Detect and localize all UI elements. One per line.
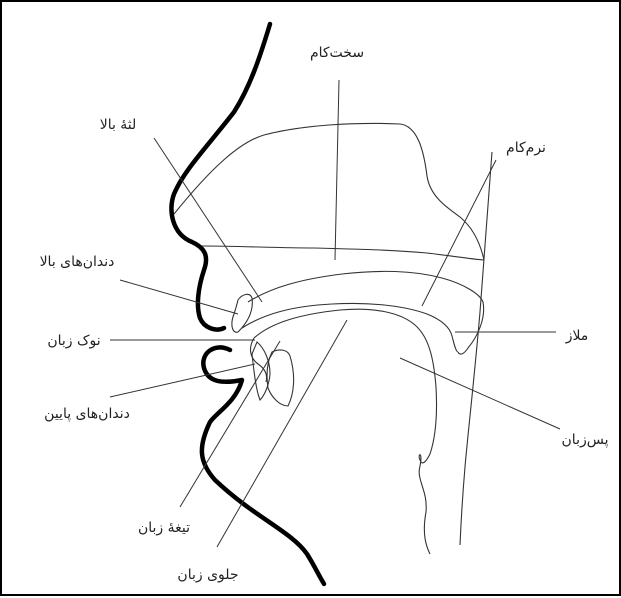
face-profile-lower	[202, 347, 324, 584]
label-uvula: ملاز	[565, 328, 589, 344]
lower-teeth-shape-2	[267, 350, 294, 406]
label-tongue-front: جلوی زبان	[177, 567, 238, 583]
tongue-outline	[254, 309, 437, 554]
label-tongue-back: پس‌زبان	[562, 432, 609, 448]
leader-tongue-back	[400, 358, 560, 429]
leader-upper-teeth	[120, 280, 238, 314]
label-upper-teeth: دندان‌های بالا	[40, 254, 115, 270]
pharynx-wall	[460, 152, 492, 545]
label-lower-teeth: دندان‌های پایین	[44, 406, 130, 422]
leader-hard-palate	[335, 80, 339, 260]
face-profile-upper	[171, 24, 270, 330]
leader-upper-gum	[154, 138, 262, 302]
label-tongue-tip: نوک زبان	[47, 333, 100, 349]
palate-band-top	[248, 271, 484, 354]
palate-band-bottom	[242, 303, 458, 352]
label-hard-palate: سخت‌کام	[310, 45, 364, 61]
label-soft-palate: نرم‌کام	[506, 140, 546, 156]
label-upper-gum: لثهٔ بالا	[100, 117, 137, 133]
leader-tongue-blade	[180, 341, 280, 507]
leader-tongue-front	[217, 320, 347, 547]
palate-nasal-line	[202, 246, 484, 260]
label-tongue-blade: تیغهٔ زبان	[138, 520, 190, 536]
